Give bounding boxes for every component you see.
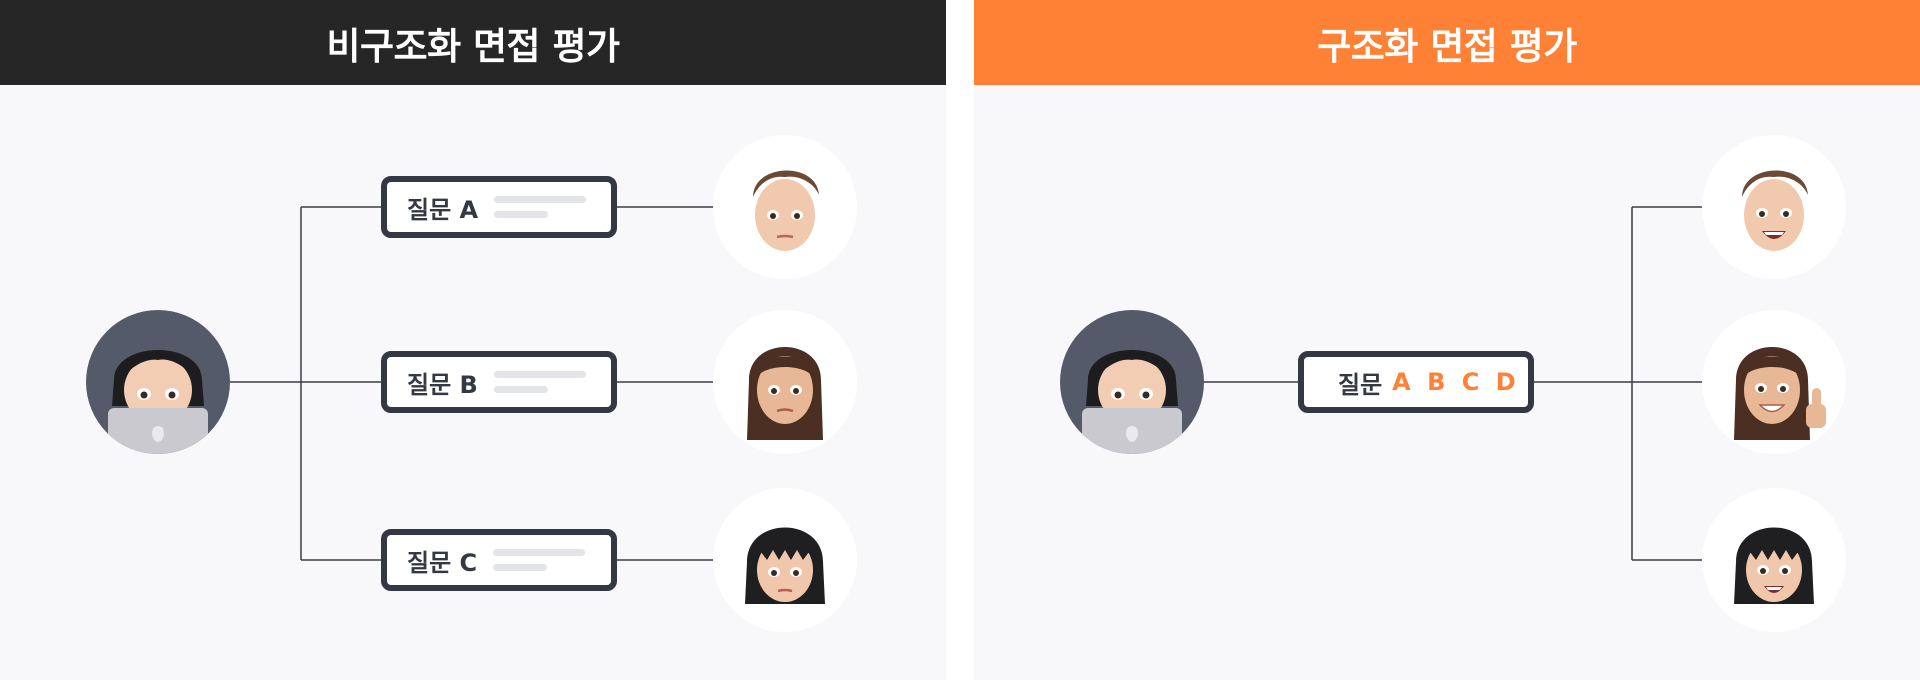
structured-panel: 구조화 면접 평가 질문 A B C D bbox=[974, 0, 1920, 680]
connector-lines bbox=[1204, 206, 1702, 561]
candidate-avatar-icon bbox=[713, 310, 857, 454]
candidate-avatar-icon bbox=[713, 135, 857, 279]
placeholder-lines bbox=[493, 371, 586, 393]
question-box-abcd: 질문 A B C D bbox=[1298, 351, 1534, 413]
interviewer-avatar-icon bbox=[86, 310, 230, 454]
unstructured-header: 비구조화 면접 평가 bbox=[0, 0, 946, 85]
question-box-a: 질문 A bbox=[381, 176, 617, 238]
unstructured-title: 비구조화 면접 평가 bbox=[326, 24, 620, 68]
question-label: 질문 C bbox=[407, 548, 478, 577]
connector-lines bbox=[230, 206, 715, 561]
laptop-icon bbox=[108, 408, 208, 454]
question-box-c: 질문 C bbox=[381, 529, 617, 591]
thumbs-up-icon bbox=[1806, 388, 1826, 428]
placeholder-lines bbox=[493, 549, 586, 571]
question-label: 질문 bbox=[1338, 370, 1383, 399]
candidate-avatar-icon bbox=[1702, 310, 1846, 454]
structured-title: 구조화 면접 평가 bbox=[1317, 24, 1577, 68]
question-label: 질문 A bbox=[407, 195, 479, 224]
structured-header: 구조화 면접 평가 bbox=[974, 0, 1920, 85]
interviewer-avatar-icon bbox=[1060, 310, 1204, 454]
laptop-icon bbox=[1082, 408, 1182, 454]
question-box-b: 질문 B bbox=[381, 351, 617, 413]
unstructured-panel: 비구조화 면접 평가 질문 A bbox=[0, 0, 946, 680]
question-letters: A B C D bbox=[1392, 368, 1520, 396]
candidate-avatar-icon bbox=[1702, 488, 1846, 632]
candidate-avatar-icon bbox=[1702, 135, 1846, 279]
candidate-avatar-icon bbox=[713, 488, 857, 632]
placeholder-lines bbox=[494, 196, 587, 218]
question-label: 질문 B bbox=[407, 370, 478, 399]
